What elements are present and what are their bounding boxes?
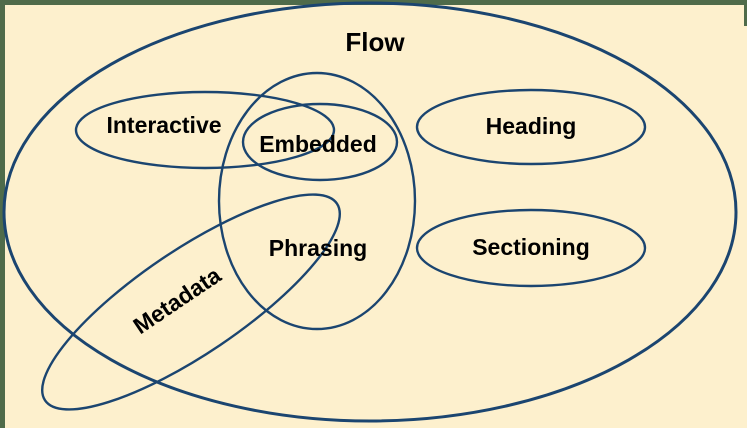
venn-ellipse-sectioning: [415, 208, 647, 288]
venn-ellipse-embedded: [241, 102, 399, 182]
frame-border-right: [744, 0, 747, 26]
venn-ellipse-phrasing: [217, 71, 417, 331]
venn-ellipse-heading: [415, 88, 647, 166]
venn-shape-layer: [2, 1, 738, 423]
venn-label-embedded: Embedded: [259, 131, 377, 157]
venn-label-phrasing: Phrasing: [269, 235, 367, 261]
venn-label-interactive: Interactive: [106, 112, 221, 138]
venn-label-heading: Heading: [486, 113, 577, 139]
venn-ellipse-metadata: [41, 193, 341, 411]
venn-label-sectioning: Sectioning: [472, 234, 590, 260]
venn-label-layer: FlowInteractiveEmbeddedPhrasingMetadataH…: [106, 27, 589, 339]
venn-ellipse-flow: [2, 1, 738, 423]
frame-border-left: [0, 0, 5, 428]
venn-ellipse-interactive: [74, 90, 336, 170]
venn-label-flow: Flow: [345, 27, 405, 57]
